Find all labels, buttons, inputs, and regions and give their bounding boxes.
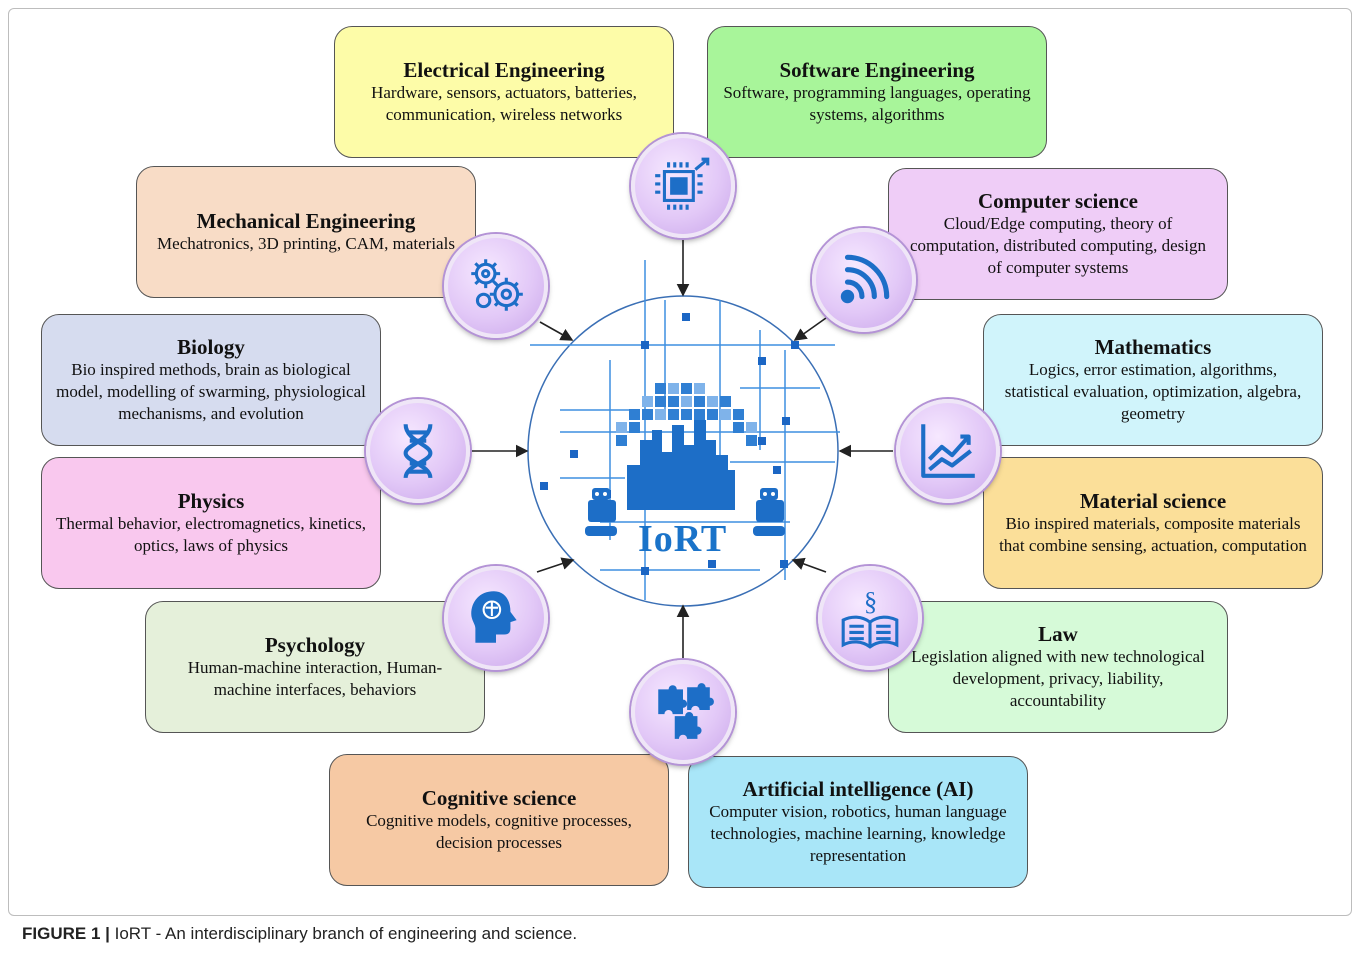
box-description: Cognitive models, cognitive processes, d… (366, 811, 632, 852)
law-box: Law Legislation aligned with new technol… (888, 601, 1228, 733)
robot-icon (753, 488, 785, 536)
box-description: Logics, error estimation, algorithms, st… (1004, 360, 1302, 423)
box-title: Electrical Engineering (403, 58, 605, 82)
law-book-icon: § (818, 566, 922, 670)
dna-icon (366, 399, 470, 503)
box-description: Legislation aligned with new technologic… (911, 647, 1205, 710)
box-title: Mechanical Engineering (196, 209, 416, 233)
box-description: Thermal behavior, electromagnetics, kine… (56, 514, 366, 555)
box-description: Bio inspired materials, composite materi… (999, 514, 1307, 555)
puzzle-icon (631, 660, 735, 764)
electrical-engineering-box: Electrical Engineering Hardware, sensors… (334, 26, 674, 158)
brain-head-icon (444, 566, 548, 670)
box-title: Cognitive science (421, 786, 577, 810)
box-title: Artificial intelligence (AI) (742, 777, 974, 801)
box-description: Hardware, sensors, actuators, batteries,… (371, 83, 637, 124)
mechanical-engineering-box: Mechanical Engineering Mechatronics, 3D … (136, 166, 476, 298)
physics-box: Physics Thermal behavior, electromagneti… (41, 457, 381, 589)
box-title: Material science (1079, 489, 1227, 513)
pixel-cloud (616, 383, 757, 446)
computer-science-box: Computer science Cloud/Edge computing, t… (888, 168, 1228, 300)
box-title: Software Engineering (779, 58, 975, 82)
box-title: Psychology (264, 633, 366, 657)
trend-chart-icon (896, 399, 1000, 503)
material-science-box: Material science Bio inspired materials,… (983, 457, 1323, 589)
chip-icon (631, 134, 735, 238)
wifi-icon (812, 228, 916, 332)
robot-icon (585, 488, 617, 536)
iort-hub-label: IoRT (638, 518, 728, 560)
box-title: Biology (177, 335, 245, 359)
software-engineering-box: Software Engineering Software, programmi… (707, 26, 1047, 158)
box-description: Human-machine interaction, Human-machine… (187, 658, 443, 699)
box-description: Mechatronics, 3D printing, CAM, material… (157, 234, 455, 253)
box-description: Cloud/Edge computing, theory of computat… (909, 214, 1207, 277)
box-description: Bio inspired methods, brain as biologica… (56, 360, 366, 423)
cognitive-science-box: Cognitive science Cognitive models, cogn… (329, 754, 669, 886)
figure-caption-label: FIGURE 1 | (22, 924, 110, 943)
connector-arrows (470, 232, 893, 660)
psychology-box: Psychology Human-machine interaction, Hu… (145, 601, 485, 733)
gears-icon (444, 234, 548, 338)
city-icon (627, 420, 735, 510)
box-description: Software, programming languages, operati… (723, 83, 1031, 124)
svg-text:§: § (864, 586, 877, 616)
figure-caption-text: IoRT - An interdisciplinary branch of en… (114, 924, 578, 943)
figure-caption: FIGURE 1 | IoRT - An interdisciplinary b… (22, 924, 577, 944)
box-title: Physics (177, 489, 245, 513)
artificial-intelligence-box: Artificial intelligence (AI) Computer vi… (688, 756, 1028, 888)
box-title: Law (1038, 622, 1078, 646)
box-description: Computer vision, robotics, human languag… (709, 802, 1007, 865)
mathematics-box: Mathematics Logics, error estimation, al… (983, 314, 1323, 446)
biology-box: Biology Bio inspired methods, brain as b… (41, 314, 381, 446)
box-title: Computer science (978, 189, 1138, 213)
box-title: Mathematics (1094, 335, 1212, 359)
